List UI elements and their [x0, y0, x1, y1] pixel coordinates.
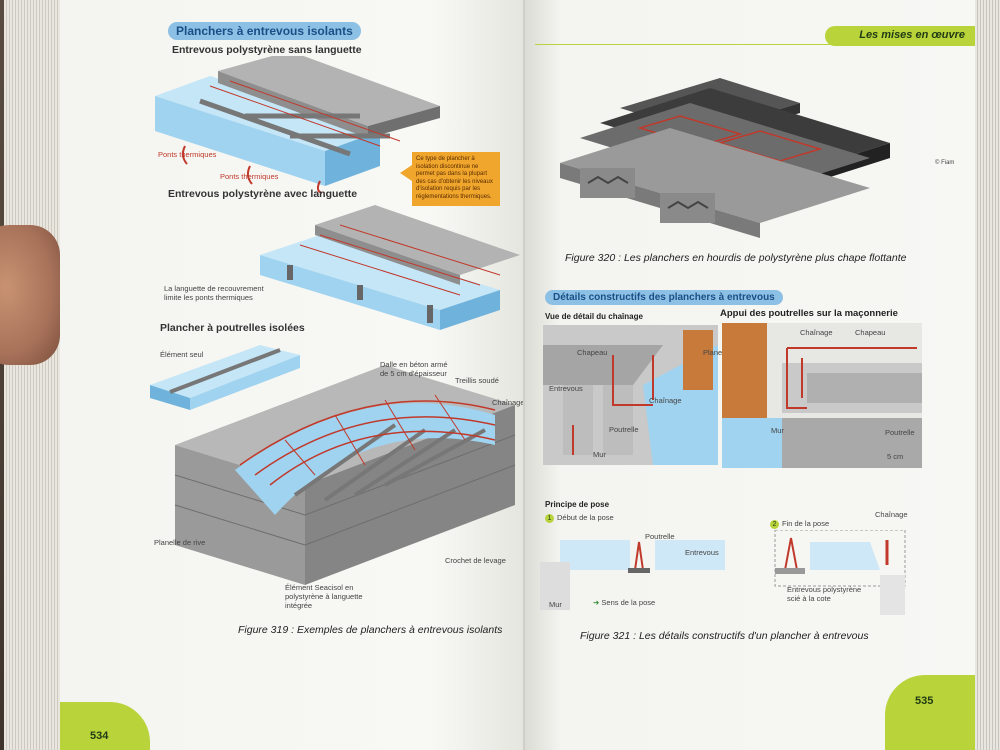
- diagram-sans-languette: [155, 56, 440, 194]
- label-planelle-right: Planelle: [703, 348, 730, 357]
- section-title-entrevous-isolants: Planchers à entrevous isolants: [168, 22, 361, 40]
- header-rule: [535, 44, 835, 45]
- diagram-appui-poutrelles: [722, 323, 922, 468]
- step-badge-2: 2: [770, 520, 779, 529]
- label-ponts-thermiques-1: Ponts thermiques: [158, 150, 217, 159]
- label-fin: Fin de la pose: [782, 519, 830, 528]
- page-number-right: 535: [885, 675, 975, 750]
- label-sens-text: Sens de la pose: [601, 598, 656, 607]
- label-mur-detail: Mur: [593, 450, 606, 459]
- label-languette: La languette de recouvrement limite les …: [164, 284, 264, 302]
- book-page-edges-right: [972, 0, 1000, 750]
- label-pose-mur: Mur: [549, 600, 562, 609]
- label-entrevous-detail: Entrevous: [549, 384, 583, 393]
- label-pose-chainage: Chaînage: [875, 510, 908, 519]
- diagram-plancher-poutrelles: [174, 365, 516, 585]
- label-poutrelle-detail: Poutrelle: [609, 425, 639, 434]
- label-chapeau-left: Chapeau: [577, 348, 608, 357]
- label-treillis: Treillis soudé: [455, 376, 499, 385]
- label-crochet: Crochet de levage: [445, 556, 506, 565]
- label-pose-entrevous: Entrevous: [685, 548, 719, 557]
- label-chainage-appui: Chaînage: [800, 328, 833, 337]
- label-5cm: 5 cm: [887, 452, 904, 461]
- subheading-vue-chainage: Vue de détail du chaînage: [545, 312, 643, 321]
- figure-319-caption: Figure 319 : Exemples de planchers à ent…: [238, 624, 503, 636]
- diagram-pose-fin: [774, 530, 906, 615]
- label-planelle-rive: Planelle de rive: [154, 538, 206, 547]
- hand: [0, 225, 60, 365]
- label-debut: Début de la pose: [557, 513, 614, 522]
- note-arrow: [400, 165, 412, 181]
- subheading-sans-languette: Entrevous polystyrène sans languette: [172, 44, 362, 56]
- label-sens: ➔ Sens de la pose: [593, 598, 655, 607]
- note-box: Ce type de plancher à isolation disconti…: [412, 152, 500, 206]
- diagram-detail-chainage: [543, 325, 718, 465]
- label-chainage-detail: Chaînage: [649, 396, 682, 405]
- diagram-pose-debut: [540, 540, 725, 610]
- figure-321-caption: Figure 321 : Les détails constructifs d'…: [580, 630, 869, 642]
- subheading-appui: Appui des poutrelles sur la maçonnerie: [720, 308, 898, 319]
- step-badge-1: 1: [545, 514, 554, 523]
- diagram-element-seul: [150, 345, 300, 410]
- label-chapeau-appui: Chapeau: [855, 328, 886, 337]
- arrow-right-icon: ➔: [593, 598, 600, 607]
- credit-fiam: © Fiam: [935, 160, 955, 166]
- page-number-left: 534: [60, 702, 150, 750]
- subheading-principe-pose: Principe de pose: [545, 500, 610, 509]
- diagram-hourdis-chape: [560, 78, 890, 238]
- diagram-avec-languette: [260, 205, 520, 330]
- label-ponts-thermiques-2: Ponts thermiques: [220, 172, 279, 181]
- left-page: Planchers à entrevous isolants Entrevous…: [60, 0, 525, 750]
- figure-320-caption: Figure 320 : Les planchers en hourdis de…: [565, 252, 907, 264]
- label-dalle: Dalle en béton armé de 5 cm d'épaisseur: [380, 360, 448, 378]
- label-chainage-left: Chaînage: [492, 398, 525, 407]
- subheading-avec-languette: Entrevous polystyrène avec languette: [168, 188, 358, 200]
- label-pose-poutrelle: Poutrelle: [645, 532, 675, 541]
- label-mur-appui: Mur: [771, 426, 784, 435]
- section-title-details: Détails constructifs des planchers à ent…: [545, 290, 783, 305]
- label-seacisol: Élément Seacisol en polystyrène à langue…: [285, 583, 363, 610]
- right-page: Les mises en œuvre © Fiam Figure 320 : L…: [525, 0, 975, 750]
- subheading-poutrelles-isolees: Plancher à poutrelles isolées: [160, 322, 305, 334]
- label-element-seul: Élément seul: [160, 350, 204, 359]
- chapter-header: Les mises en œuvre: [825, 26, 975, 46]
- label-scie: Entrevous polystyrène scié à la cote: [787, 585, 862, 603]
- label-poutrelle-appui: Poutrelle: [885, 428, 915, 437]
